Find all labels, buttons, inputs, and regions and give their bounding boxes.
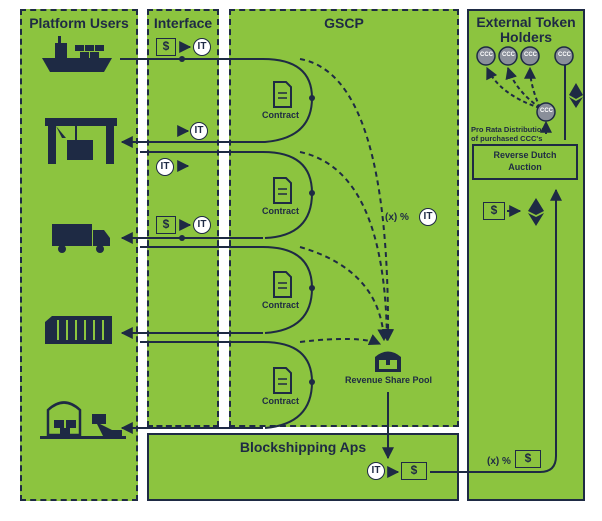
truck-icon	[52, 224, 110, 253]
pro-rata-line2: of purchased CCC's	[471, 134, 543, 143]
dollar-token: $	[483, 202, 505, 220]
dollar-token: $	[156, 216, 176, 234]
pct-it-label: (x) %	[385, 212, 409, 223]
dollar-token: $	[515, 450, 541, 468]
dollar-token: $	[156, 38, 176, 56]
external-token-holders-title: External Token Holders	[476, 14, 576, 45]
it-token: IT	[190, 122, 208, 140]
pool-to-apps	[382, 60, 566, 478]
blockshipping-apps-title: Blockshipping Aps	[239, 439, 367, 455]
container-ribs	[57, 320, 104, 340]
pro-rata-line1: Pro Rata Distribution	[471, 125, 547, 134]
container-icon	[45, 316, 112, 344]
platform-users-title: Platform Users	[29, 15, 129, 31]
revenue-dashed-arrows	[299, 58, 395, 346]
ccc-label: CCC	[480, 52, 493, 58]
contract-label: Contract	[262, 110, 300, 120]
contract-label: Contract	[262, 396, 300, 406]
pct-dollar-label: (x) %	[487, 456, 511, 467]
ccc-label: CCC	[558, 52, 571, 58]
ccc-distribution-arrows	[486, 66, 552, 134]
it-token: IT	[156, 158, 174, 176]
document-icon	[273, 81, 292, 394]
ccc-label: CCC	[524, 52, 537, 58]
dollar-token: $	[401, 462, 427, 480]
gantry-crane-icon	[45, 118, 117, 164]
junction-dots	[179, 56, 315, 385]
document-lines	[278, 92, 287, 385]
contract-label: Contract	[262, 206, 300, 216]
ccc-label: CCC	[502, 52, 515, 58]
auction-box	[472, 144, 578, 180]
blockshipping-apps-panel: Blockshipping Aps	[147, 433, 459, 501]
gscp-title: GSCP	[324, 15, 364, 31]
ship-icon	[42, 36, 112, 72]
it-token: IT	[193, 216, 211, 234]
auction-line2: Auction	[508, 162, 542, 172]
warehouse-icon	[40, 401, 126, 439]
contract-label: Contract	[262, 300, 300, 310]
ccc-label: CCC	[540, 108, 553, 114]
it-token: IT	[367, 462, 385, 480]
ccc-token-icons	[476, 46, 574, 122]
treasure-chest-icon	[375, 351, 401, 372]
revenue-share-pool-label: Revenue Share Pool	[345, 375, 433, 385]
user-flow-lines	[120, 41, 313, 434]
ethereum-icon	[528, 83, 583, 226]
it-token: IT	[193, 38, 211, 56]
it-token: IT	[419, 208, 437, 226]
auction-line1: Reverse Dutch	[493, 150, 557, 160]
interface-title: Interface	[153, 15, 213, 31]
